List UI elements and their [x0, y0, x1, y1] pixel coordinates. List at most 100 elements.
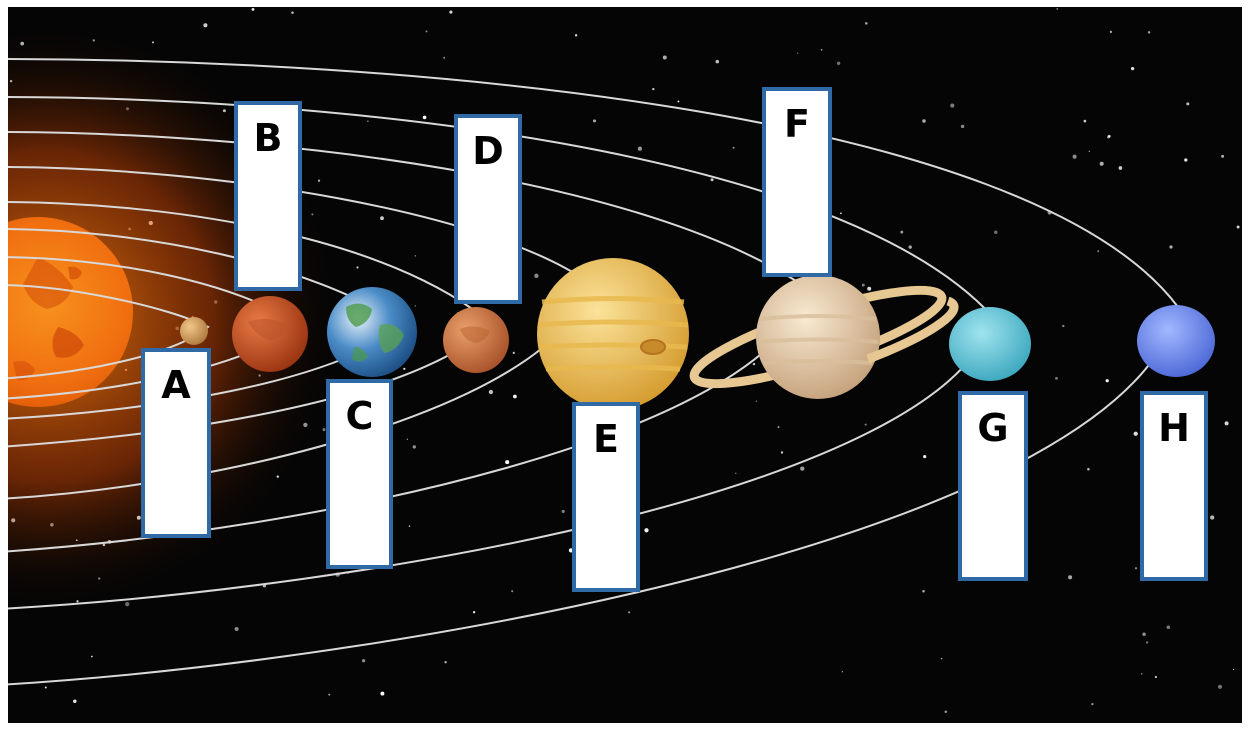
label-box-g[interactable]: G: [958, 391, 1028, 581]
star-icon: [1091, 703, 1093, 705]
star-icon: [473, 611, 475, 613]
label-box-h[interactable]: H: [1140, 391, 1208, 581]
label-letter-g: G: [977, 409, 1008, 447]
star-icon: [638, 147, 642, 151]
star-icon: [91, 656, 93, 658]
star-icon: [922, 590, 925, 593]
star-icon: [950, 104, 954, 108]
star-icon: [941, 658, 942, 659]
star-icon: [1097, 250, 1099, 252]
star-icon: [756, 400, 757, 401]
label-box-c[interactable]: C: [326, 379, 393, 569]
planet-icon: [180, 317, 208, 345]
star-icon: [575, 34, 577, 36]
star-icon: [291, 11, 294, 14]
star-icon: [961, 125, 964, 128]
star-icon: [1233, 669, 1234, 670]
star-icon: [797, 52, 798, 53]
star-icon: [1141, 673, 1142, 674]
planet-icon: [949, 307, 1031, 381]
star-icon: [735, 473, 736, 474]
planet-icon: [443, 307, 509, 373]
star-icon: [778, 426, 780, 428]
label-box-e[interactable]: E: [572, 402, 640, 592]
star-icon: [415, 305, 417, 307]
star-icon: [1056, 8, 1058, 10]
label-letter-c: C: [346, 397, 374, 435]
solar-system-diagram: A B C D E F G H: [8, 7, 1242, 723]
star-icon: [1169, 245, 1172, 248]
star-icon: [362, 659, 365, 662]
star-icon: [444, 661, 446, 663]
star-icon: [733, 147, 735, 149]
star-icon: [505, 460, 509, 464]
star-icon: [1184, 158, 1187, 161]
star-icon: [1237, 226, 1240, 229]
star-icon: [716, 60, 720, 64]
star-icon: [909, 245, 912, 248]
star-icon: [356, 266, 358, 268]
star-icon: [409, 525, 411, 527]
star-icon: [865, 424, 867, 426]
star-icon: [753, 363, 755, 365]
star-icon: [449, 11, 452, 14]
star-icon: [677, 100, 679, 102]
planet-icon: [232, 296, 308, 372]
star-icon: [900, 231, 903, 234]
star-icon: [1135, 567, 1137, 569]
star-icon: [1218, 685, 1222, 689]
star-icon: [407, 439, 408, 440]
star-icon: [994, 231, 998, 235]
star-icon: [1089, 151, 1091, 153]
star-icon: [865, 22, 868, 25]
star-icon: [403, 368, 405, 370]
star-icon: [922, 119, 926, 123]
star-icon: [1146, 641, 1148, 643]
star-icon: [652, 88, 654, 90]
star-icon: [513, 395, 517, 399]
star-icon: [1148, 31, 1150, 33]
planet-icon: [327, 287, 417, 377]
star-icon: [1062, 325, 1064, 327]
star-icon: [867, 287, 871, 291]
star-icon: [1108, 135, 1111, 138]
star-icon: [423, 116, 427, 120]
star-icon: [663, 56, 667, 60]
label-box-b[interactable]: B: [234, 101, 302, 291]
star-icon: [1119, 166, 1123, 170]
label-letter-b: B: [254, 119, 283, 157]
star-icon: [1084, 120, 1087, 123]
star-icon: [821, 49, 823, 51]
star-icon: [1106, 379, 1109, 382]
star-icon: [711, 178, 714, 181]
star-icon: [1131, 67, 1134, 70]
star-icon: [534, 274, 538, 278]
star-icon: [1225, 421, 1229, 425]
star-icon: [252, 8, 255, 11]
star-icon: [318, 180, 320, 182]
star-icon: [511, 590, 513, 592]
star-icon: [1155, 676, 1157, 678]
star-icon: [203, 23, 207, 27]
star-icon: [1221, 155, 1224, 158]
label-letter-e: E: [593, 420, 619, 458]
star-icon: [1068, 575, 1072, 579]
star-icon: [842, 671, 843, 672]
star-icon: [781, 451, 783, 453]
label-box-d[interactable]: D: [454, 114, 522, 304]
label-letter-a: A: [161, 366, 190, 404]
star-icon: [562, 510, 565, 513]
star-icon: [837, 62, 840, 65]
label-box-a[interactable]: A: [141, 348, 211, 538]
star-icon: [489, 390, 493, 394]
star-icon: [1073, 155, 1077, 159]
star-icon: [425, 30, 427, 32]
star-icon: [923, 455, 926, 458]
star-icon: [1167, 626, 1171, 630]
label-box-f[interactable]: F: [762, 87, 832, 277]
star-icon: [945, 711, 948, 714]
star-icon: [413, 445, 416, 448]
star-icon: [1110, 31, 1112, 33]
star-icon: [1055, 377, 1058, 380]
star-icon: [1134, 432, 1138, 436]
